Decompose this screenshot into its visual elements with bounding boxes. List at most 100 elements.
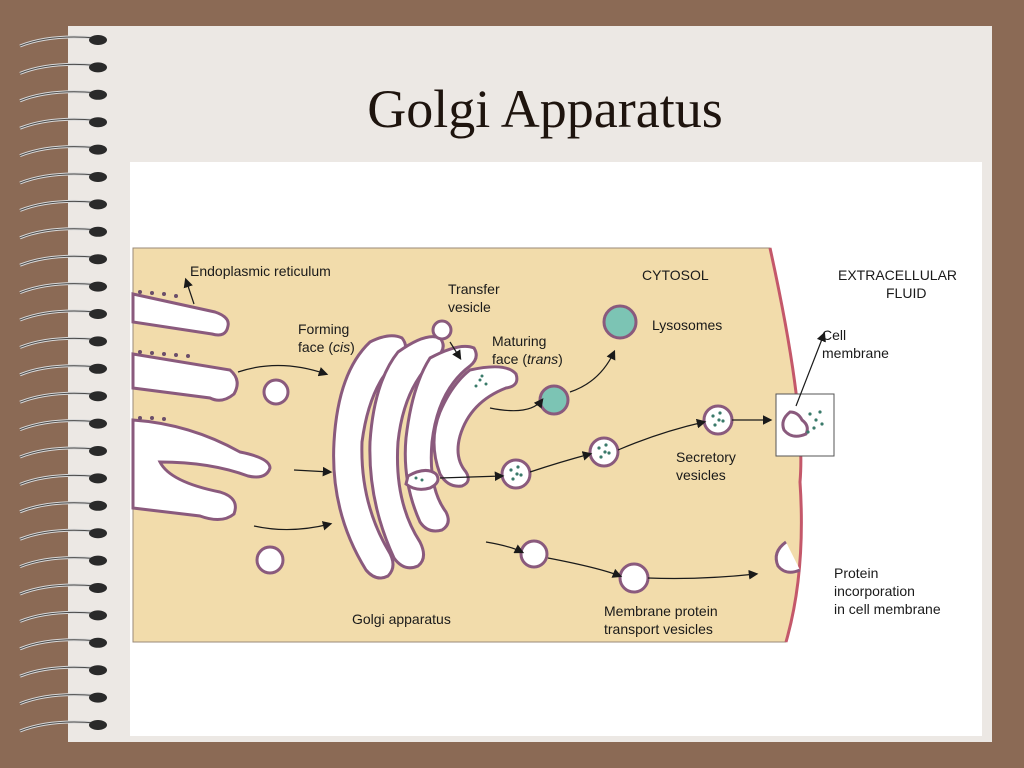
transfer-vesicle	[431, 319, 453, 341]
spiral-hole	[89, 583, 107, 593]
endoplasmic-reticulum	[131, 292, 272, 521]
spiral-coil-shadow	[19, 721, 97, 732]
spiral-coil-shadow	[19, 447, 97, 458]
spiral-coil-shadow	[19, 694, 97, 705]
spiral-coil	[19, 501, 97, 514]
spiral-coil	[19, 446, 97, 459]
spiral-coil	[19, 528, 97, 541]
lysosome	[602, 304, 638, 340]
spiral-coil-shadow	[19, 474, 97, 485]
vesicle-left-2	[255, 545, 285, 575]
golgi-cargo	[414, 374, 488, 482]
spiral-coil	[19, 199, 97, 212]
spiral-coil-shadow	[19, 255, 97, 266]
spiral-coil-shadow	[19, 228, 97, 239]
spiral-coil-shadow	[19, 36, 97, 47]
spiral-coil	[19, 35, 97, 48]
spiral-hole	[89, 391, 107, 402]
released-dots	[806, 410, 824, 434]
spiral-hole	[89, 35, 107, 45]
spiral-coil-shadow	[19, 63, 97, 74]
spiral-coil-shadow	[19, 118, 97, 129]
secretory-cargo	[509, 411, 725, 481]
spiral-coil-shadow	[19, 420, 97, 431]
label-golgi-apparatus: Golgi apparatus	[352, 611, 451, 627]
spiral-hole	[89, 172, 107, 182]
label-cytosol: CYTOSOL	[642, 267, 709, 283]
golgi-diagram: Endoplasmic reticulum Transfer vesicle C…	[131, 247, 957, 643]
spiral-hole	[89, 418, 107, 429]
spiral-hole	[89, 363, 107, 374]
spiral-coil-shadow	[19, 91, 97, 102]
spiral-coil-shadow	[19, 502, 97, 513]
spiral-hole	[89, 555, 107, 566]
membrane-protein-vesicle-2	[618, 562, 650, 594]
spiral-coil-shadow	[19, 283, 97, 294]
label-endoplasmic-reticulum: Endoplasmic reticulum	[190, 263, 331, 279]
spiral-coil-shadow	[19, 146, 97, 157]
spiral-binding-icon	[19, 35, 107, 733]
spiral-hole	[89, 281, 107, 292]
spiral-coil-shadow	[19, 639, 97, 650]
label-secretory-1: Secretory	[676, 449, 736, 465]
label-forming-2: face (cis)	[298, 339, 355, 355]
spiral-hole	[89, 62, 107, 73]
spiral-coil-shadow	[19, 365, 97, 376]
label-cell-membrane-2: membrane	[822, 345, 889, 361]
label-protein-incorporation-1: Protein	[834, 565, 878, 581]
vesicle-left-1	[262, 378, 290, 406]
spiral-hole	[89, 144, 107, 155]
spiral-coil	[19, 62, 97, 75]
spiral-coil-shadow	[19, 392, 97, 403]
cell-membrane	[768, 247, 803, 643]
spiral-coil	[19, 556, 97, 568]
spiral-coil	[19, 254, 97, 267]
ribosome-dots	[138, 290, 190, 421]
spiral-coil-shadow	[19, 529, 97, 540]
spiral-hole	[89, 473, 107, 484]
label-extracellular-1: EXTRACELLULAR	[838, 267, 957, 283]
spiral-hole	[89, 720, 107, 730]
spiral-hole	[89, 226, 107, 237]
label-protein-incorporation-2: incorporation	[834, 583, 915, 599]
membrane-incorporation	[774, 540, 801, 574]
spiral-coil	[19, 693, 97, 705]
label-transfer-2: vesicle	[448, 299, 491, 315]
spiral-hole	[89, 610, 107, 621]
spiral-hole	[89, 446, 107, 456]
spiral-coil-shadow	[19, 337, 97, 348]
spiral-coil	[19, 364, 97, 377]
spiral-coil-shadow	[19, 310, 97, 321]
flow-arrows	[183, 277, 826, 580]
membrane-protein-vesicle-1	[519, 539, 549, 569]
spiral-coil-shadow	[19, 611, 97, 622]
spiral-coil	[19, 227, 97, 240]
label-membrane-protein-2: transport vesicles	[604, 621, 713, 637]
spiral-hole	[89, 199, 107, 210]
figure-box: Endoplasmic reticulum Transfer vesicle C…	[130, 162, 982, 736]
spiral-hole	[89, 117, 107, 128]
spiral-coil	[19, 172, 97, 185]
label-cell-membrane-1: Cell	[822, 327, 846, 343]
label-maturing-1: Maturing	[492, 333, 546, 349]
spiral-coil	[19, 610, 97, 623]
label-transfer-1: Transfer	[448, 281, 500, 297]
label-maturing-2: face (trans)	[492, 351, 563, 367]
spiral-coil	[19, 391, 97, 404]
golgi-stack	[332, 334, 519, 580]
spiral-hole	[89, 528, 107, 539]
spiral-coil	[19, 336, 97, 349]
spiral-coil	[19, 720, 97, 733]
spiral-coil	[19, 473, 97, 486]
label-membrane-protein-1: Membrane protein	[604, 603, 718, 619]
spiral-hole	[89, 692, 107, 703]
spiral-hole	[89, 89, 107, 100]
label-lysosomes: Lysosomes	[652, 317, 722, 333]
label-extracellular-2: FLUID	[886, 285, 926, 301]
exocytosis-pocket	[781, 410, 809, 438]
spiral-hole	[89, 500, 107, 511]
spiral-hole	[89, 637, 107, 648]
label-forming-1: Forming	[298, 321, 349, 337]
spiral-coil-shadow	[19, 200, 97, 211]
spiral-coil	[19, 638, 97, 651]
